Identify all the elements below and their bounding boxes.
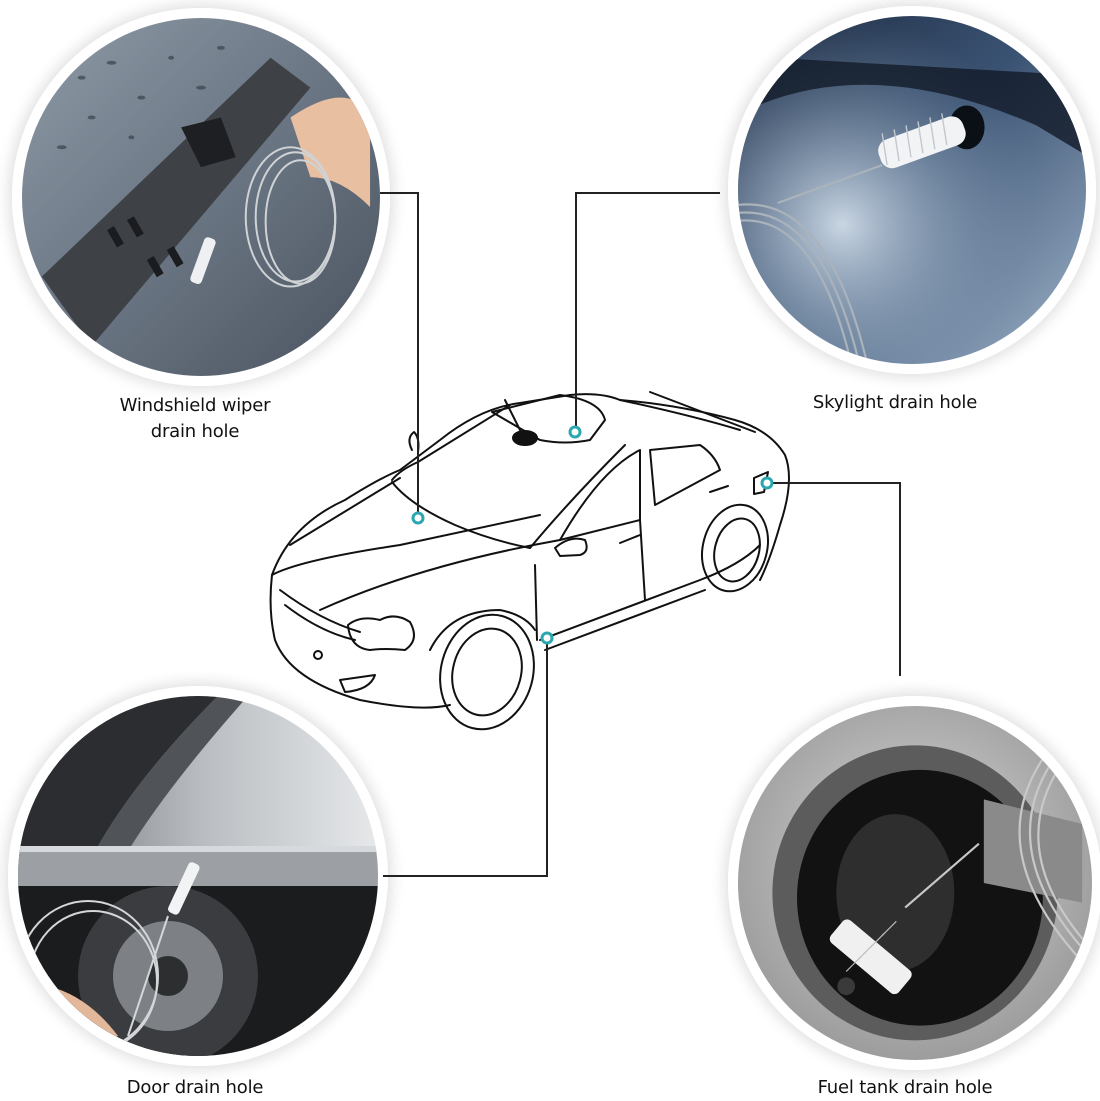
windshield-drain-marker xyxy=(411,511,425,525)
door-label-line1: Door drain hole xyxy=(126,1077,264,1098)
door-connector xyxy=(383,642,548,877)
windshield-photo xyxy=(12,8,390,386)
skylight-photo-image xyxy=(738,16,1086,364)
fuel-drain-marker xyxy=(760,476,774,490)
skylight-connector xyxy=(575,192,720,428)
door-photo xyxy=(8,686,388,1066)
skylight-label-line1: Skylight drain hole xyxy=(812,392,978,413)
skylight-photo xyxy=(728,6,1096,374)
skylight-drain-marker xyxy=(568,425,582,439)
windshield-label-line2: drain hole xyxy=(150,421,240,442)
door-label: Door drain hole xyxy=(80,1075,310,1101)
windshield-connector xyxy=(380,192,419,514)
windshield-photo-image xyxy=(22,18,380,376)
windshield-label: Windshield wiper drain hole xyxy=(80,393,310,445)
fuel-label: Fuel tank drain hole xyxy=(790,1075,1020,1101)
door-drain-marker xyxy=(540,631,554,645)
fuel-connector xyxy=(771,482,901,676)
marker-points xyxy=(411,425,774,645)
skylight-label: Skylight drain hole xyxy=(790,390,1000,416)
windshield-label-line1: Windshield wiper xyxy=(119,395,271,416)
car-outline xyxy=(269,391,790,731)
fuel-photo-image xyxy=(738,706,1092,1060)
door-photo-image xyxy=(18,696,378,1056)
fuel-label-line1: Fuel tank drain hole xyxy=(817,1077,993,1098)
fuel-photo xyxy=(728,696,1100,1070)
